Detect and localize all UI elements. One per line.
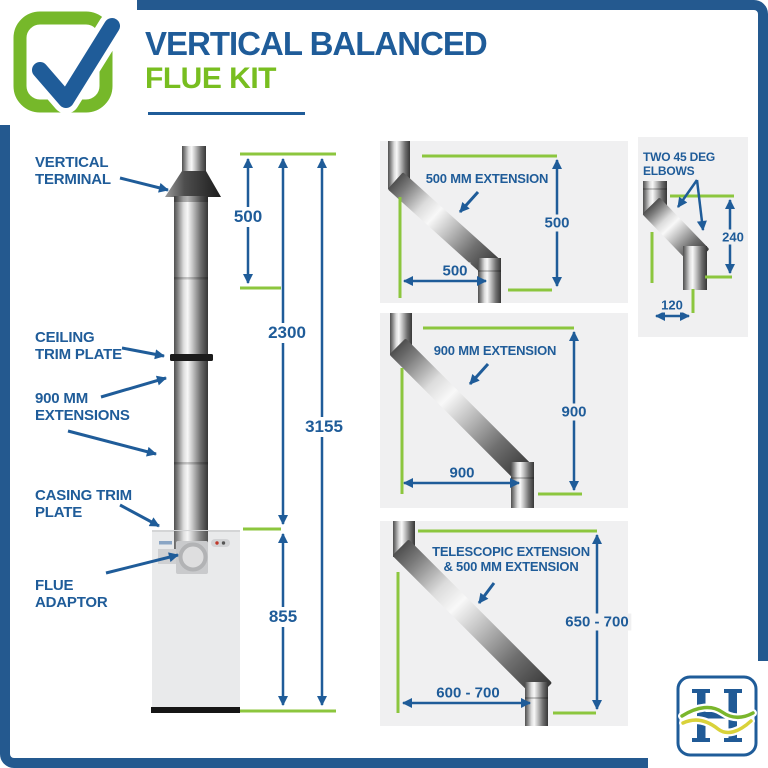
boiler-control-panel: [211, 539, 230, 547]
pipe-500mm: [388, 141, 501, 303]
reference-lines-500: [398, 154, 557, 298]
terminal-cone: [165, 171, 221, 197]
title-two-45deg-elbows: TWO 45 DEG ELBOWS: [643, 150, 716, 178]
pointer-arrows-main: [67, 176, 179, 575]
dim-value-3155: 3155: [302, 417, 346, 437]
dim-900-vertical: 900: [558, 403, 590, 421]
page-title: VERTICAL BALANCED: [145, 25, 488, 62]
label-flue-adaptor: FLUE ADAPTOR: [35, 577, 108, 611]
pointer-900-extension-upper: [100, 375, 167, 399]
flue-assembly: [151, 146, 240, 713]
dim-elbows-horizontal: 120: [658, 297, 686, 313]
dim-value-500: 500: [230, 207, 266, 227]
pipe-joint: [174, 462, 208, 465]
pointer-900-extension-lower: [67, 429, 157, 457]
brand-logo: H: [676, 675, 758, 757]
title-underline: [148, 112, 305, 115]
reference-lines-900: [400, 326, 582, 496]
label-vertical-terminal: VERTICAL TERMINAL: [35, 154, 111, 188]
flue-adaptor-collar: [178, 542, 208, 572]
logo-waves: [678, 703, 757, 737]
title-telescopic-extension: TELESCOPIC EXTENSION & 500 MM EXTENSION: [432, 544, 590, 574]
pointer-casing-trim: [119, 503, 160, 528]
title-500mm-extension: 500 MM EXTENSION: [425, 171, 549, 186]
title-900mm-extension: 900 MM EXTENSION: [433, 343, 557, 358]
dim-telescopic-horizontal: 600 - 700: [433, 684, 503, 702]
pipe-900mm: [390, 313, 534, 508]
pointer-flue-adaptor: [105, 552, 179, 575]
pointer-elbow-upper: [676, 179, 699, 208]
flue-pipe: [174, 196, 208, 556]
label-ceiling-trim-plate: CEILING TRIM PLATE: [35, 329, 122, 363]
pipe-elbows: [643, 181, 709, 290]
boiler-badge: [159, 541, 172, 545]
pointer-ceiling-trim: [121, 346, 165, 360]
page-subtitle: FLUE KIT: [145, 62, 277, 95]
reference-lines-telescopic: [396, 529, 597, 715]
reference-lines-elbows: [650, 194, 734, 313]
pointer-500-extension: [458, 190, 480, 214]
pointer-telescopic: [477, 582, 496, 604]
pointer-elbow-lower: [695, 179, 707, 231]
pointer-900-extension: [468, 362, 490, 386]
dim-900-horizontal: 900: [446, 464, 478, 482]
pipe-joint: [174, 277, 208, 280]
boiler-base: [151, 707, 240, 713]
dim-500-vertical: 500: [541, 214, 573, 232]
pipe-telescopic: [393, 521, 552, 726]
label-casing-trim-plate: CASING TRIM PLATE: [35, 487, 132, 521]
dim-telescopic-vertical: 650 - 700: [562, 613, 632, 631]
dim-elbows-vertical: 240: [719, 229, 747, 245]
dim-value-855: 855: [265, 607, 301, 627]
dim-value-2300: 2300: [265, 323, 309, 343]
checkbox-tick-icon: [13, 11, 120, 114]
pointer-vertical-terminal: [119, 176, 169, 193]
ceiling-trim-plate: [170, 354, 213, 361]
reference-lines-main: [240, 152, 336, 713]
label-900mm-extensions: 900 MM EXTENSIONS: [35, 390, 130, 424]
dim-500-horizontal: 500: [439, 262, 471, 280]
